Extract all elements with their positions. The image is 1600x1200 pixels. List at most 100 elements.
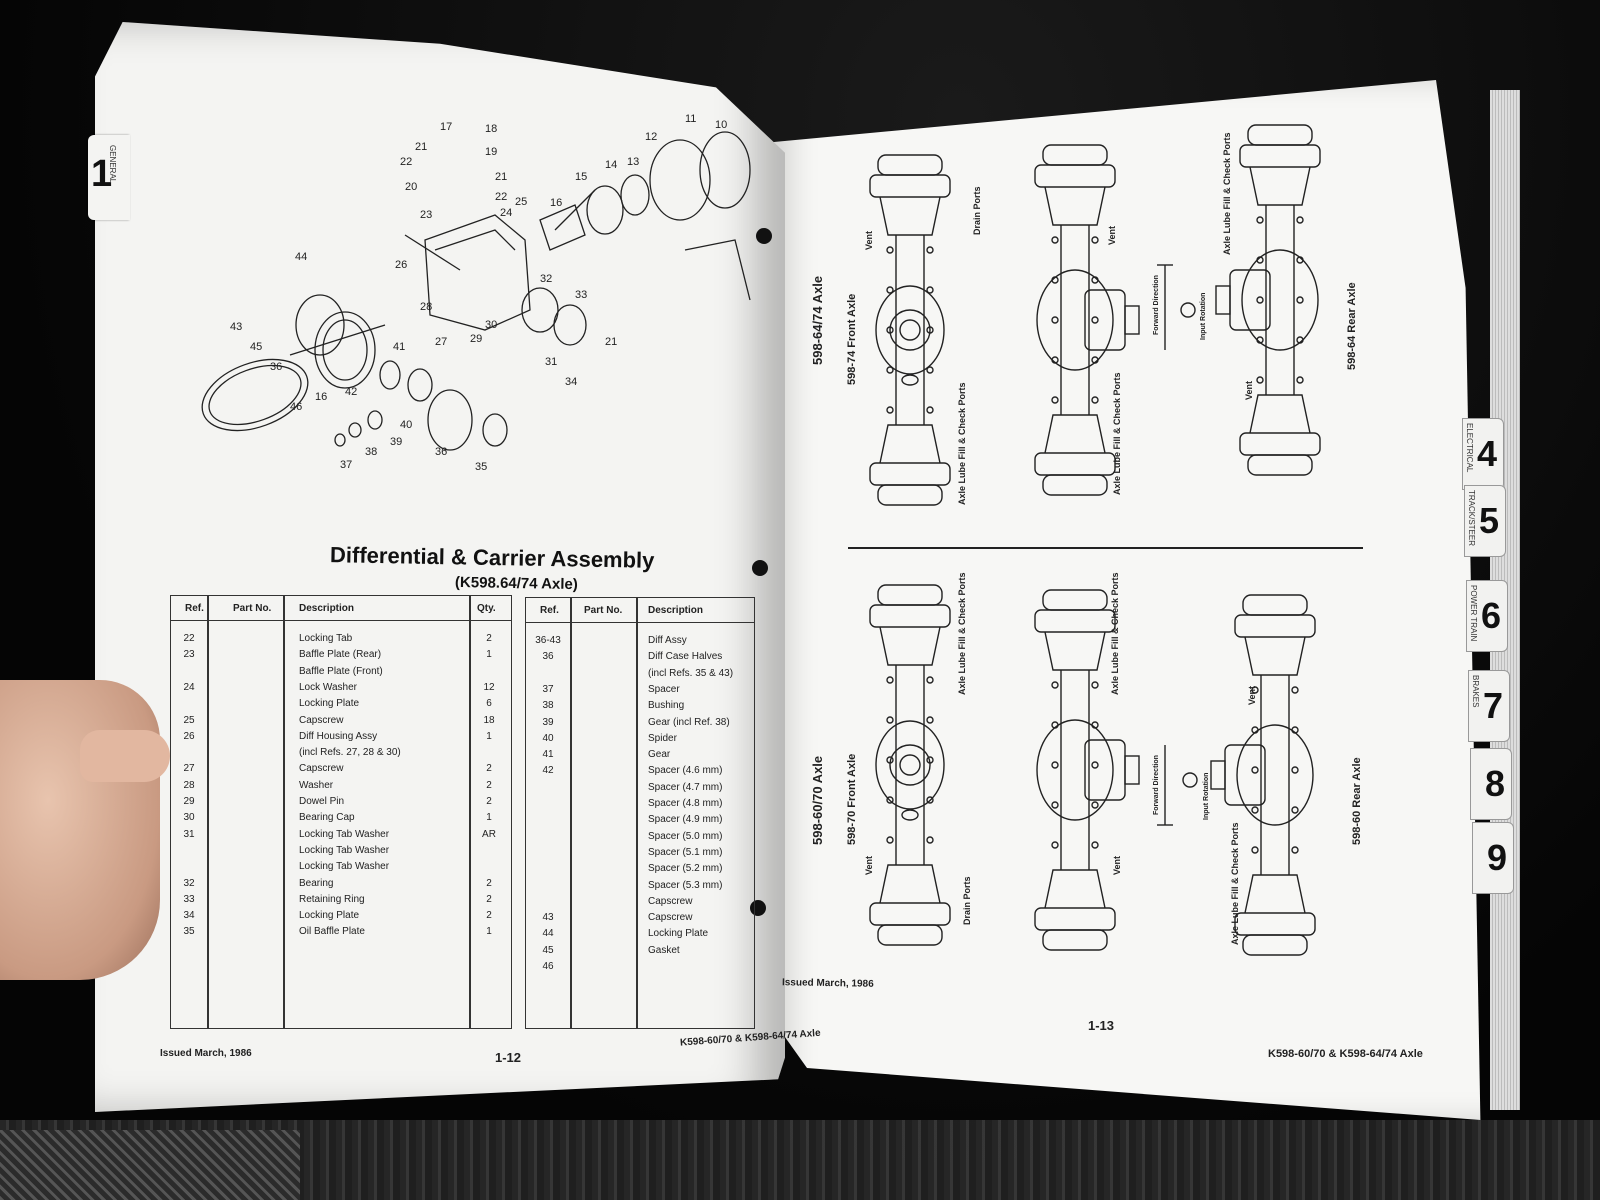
cell-ref: 33 — [183, 893, 195, 905]
cell-desc: Spacer — [648, 683, 680, 695]
table-row: 43 Capscrew — [526, 911, 754, 927]
svg-text:28: 28 — [420, 301, 432, 313]
cell-desc: Washer — [299, 779, 334, 791]
cell-ref: 44 — [542, 928, 554, 940]
svg-text:36: 36 — [435, 446, 447, 458]
callout-lube-ports: Axle Lube Fill & Check Ports — [957, 382, 967, 505]
cell-desc: Spider — [648, 732, 677, 744]
cell-ref: 23 — [183, 649, 195, 661]
cell-desc: (incl Refs. 27, 28 & 30) — [299, 747, 401, 759]
table-row: (incl Refs. 27, 28 & 30) — [171, 746, 511, 762]
section-label-bottom: 598-60/70 Axle — [810, 756, 825, 845]
cell-desc: Capscrew — [299, 763, 344, 775]
svg-text:46: 46 — [290, 401, 302, 413]
cell-ref: 25 — [183, 714, 195, 726]
svg-text:35: 35 — [475, 461, 487, 473]
cell-qty: 1 — [486, 649, 492, 661]
svg-text:17: 17 — [440, 121, 452, 133]
cell-ref: 41 — [542, 749, 554, 761]
cell-ref: 31 — [183, 828, 195, 840]
tablecloth-pattern — [0, 1130, 300, 1200]
tab-number: 7 — [1482, 685, 1503, 726]
hand — [0, 680, 160, 980]
table-rule — [636, 598, 638, 1028]
table-row: Spacer (4.9 mm) — [526, 813, 754, 829]
svg-text:12: 12 — [645, 131, 657, 143]
col-ref: Ref. — [540, 605, 559, 616]
cell-qty: 2 — [486, 763, 492, 775]
cell-desc: Baffle Plate (Front) — [299, 665, 383, 677]
cell-desc: Locking Tab — [299, 633, 353, 644]
cell-ref: 45 — [542, 944, 554, 956]
svg-text:25: 25 — [515, 196, 527, 208]
cell-ref: 43 — [542, 912, 554, 924]
tab-number: 6 — [1480, 595, 1501, 636]
cell-desc: Locking Plate — [299, 910, 360, 922]
cell-ref: 34 — [183, 910, 195, 922]
section-tab-8[interactable]: 8 — [1470, 748, 1512, 820]
cell-qty: 2 — [486, 877, 492, 889]
table-row: Spacer (4.7 mm) — [526, 781, 754, 797]
section-tab-9[interactable]: 9 — [1472, 822, 1514, 894]
table-row: (incl Refs. 35 & 43) — [526, 667, 754, 683]
svg-text:21: 21 — [495, 171, 507, 183]
svg-text:19: 19 — [485, 146, 497, 158]
svg-text:41: 41 — [393, 341, 405, 353]
svg-text:21: 21 — [605, 336, 617, 348]
cell-desc: Capscrew — [648, 895, 693, 907]
cell-ref: 29 — [183, 796, 195, 807]
table-rule — [469, 596, 471, 1028]
front-axle-label-top: 598-74 Front Axle — [846, 294, 858, 385]
callout-drain-ports: Drain Ports — [962, 876, 972, 925]
callout-forward-direction: Forward Direction — [1153, 275, 1160, 335]
section-tab-general[interactable]: 1 GENERAL — [88, 135, 130, 220]
cell-ref: 24 — [183, 681, 195, 693]
callout-lube-ports: Axle Lube Fill & Check Ports — [1222, 132, 1232, 255]
cell-desc: Locking Tab Washer — [299, 844, 390, 856]
cell-ref: 30 — [183, 812, 195, 824]
cell-desc: Bushing — [648, 700, 685, 712]
svg-text:26: 26 — [395, 259, 407, 271]
svg-text:22: 22 — [495, 191, 507, 203]
cell-ref: 42 — [542, 765, 554, 777]
section-label-top: 598-64/74 Axle — [810, 276, 825, 365]
rear-axle-label-top: 598-64 Rear Axle — [1346, 282, 1358, 370]
table-row: Spacer (5.2 mm) — [526, 862, 754, 878]
cell-desc: Gasket — [648, 944, 680, 956]
table-row: 27 Capscrew 2 — [171, 762, 511, 778]
svg-text:20: 20 — [405, 181, 417, 193]
cell-desc: Spacer (5.0 mm) — [648, 830, 723, 842]
cell-desc: (incl Refs. 35 & 43) — [648, 667, 734, 679]
cell-qty: 1 — [486, 730, 492, 742]
cell-desc: Spacer (5.3 mm) — [648, 879, 723, 891]
front-axle-label-bottom: 598-70 Front Axle — [846, 754, 858, 845]
svg-text:40: 40 — [400, 419, 412, 431]
section-divider — [848, 547, 1363, 549]
svg-text:39: 39 — [390, 436, 402, 448]
cell-ref: 27 — [183, 763, 195, 775]
tab-label: ELECTRICAL — [1465, 423, 1474, 473]
col-qty: Qty. — [477, 603, 496, 614]
svg-text:13: 13 — [627, 156, 639, 168]
cell-ref: 39 — [542, 716, 554, 728]
tab-number: 4 — [1476, 433, 1497, 474]
cell-qty: 12 — [483, 681, 495, 693]
cell-desc: Capscrew — [648, 912, 693, 924]
svg-text:24: 24 — [500, 207, 512, 219]
table-rule — [283, 596, 285, 1028]
